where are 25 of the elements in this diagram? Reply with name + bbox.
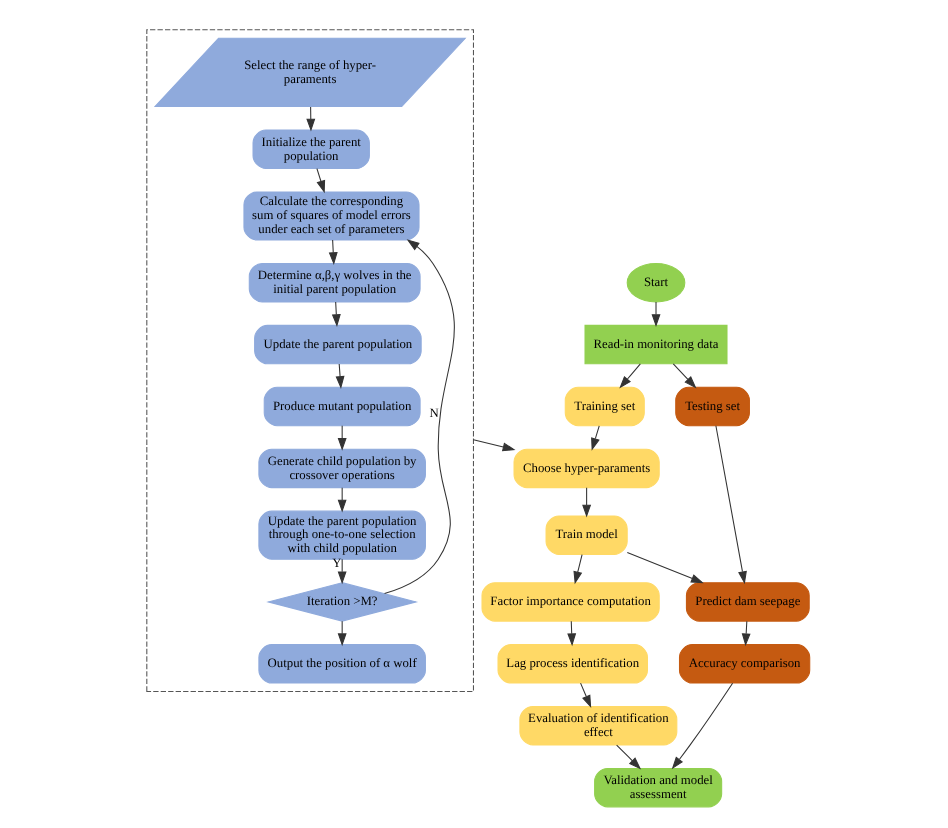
arrow [741,620,751,647]
arrow [651,301,661,327]
arrow [384,239,455,595]
arrow [337,558,347,585]
arrow [331,301,341,327]
arrow [337,620,347,647]
arrow [580,682,592,708]
arrow [616,744,642,770]
arrow [573,554,583,585]
arrow [582,487,592,518]
arrow [337,425,347,451]
cluster [146,29,474,693]
arrow [591,425,600,451]
arrow [567,620,577,647]
arrow [671,682,734,770]
arrow [316,168,326,194]
arrow [626,552,704,584]
arrow [472,439,516,452]
arrow [337,487,347,513]
arrow [335,363,345,389]
arrow [306,106,316,132]
arrow [328,239,338,266]
arrow [672,363,697,389]
arrow [619,363,641,389]
arrow [715,425,747,585]
